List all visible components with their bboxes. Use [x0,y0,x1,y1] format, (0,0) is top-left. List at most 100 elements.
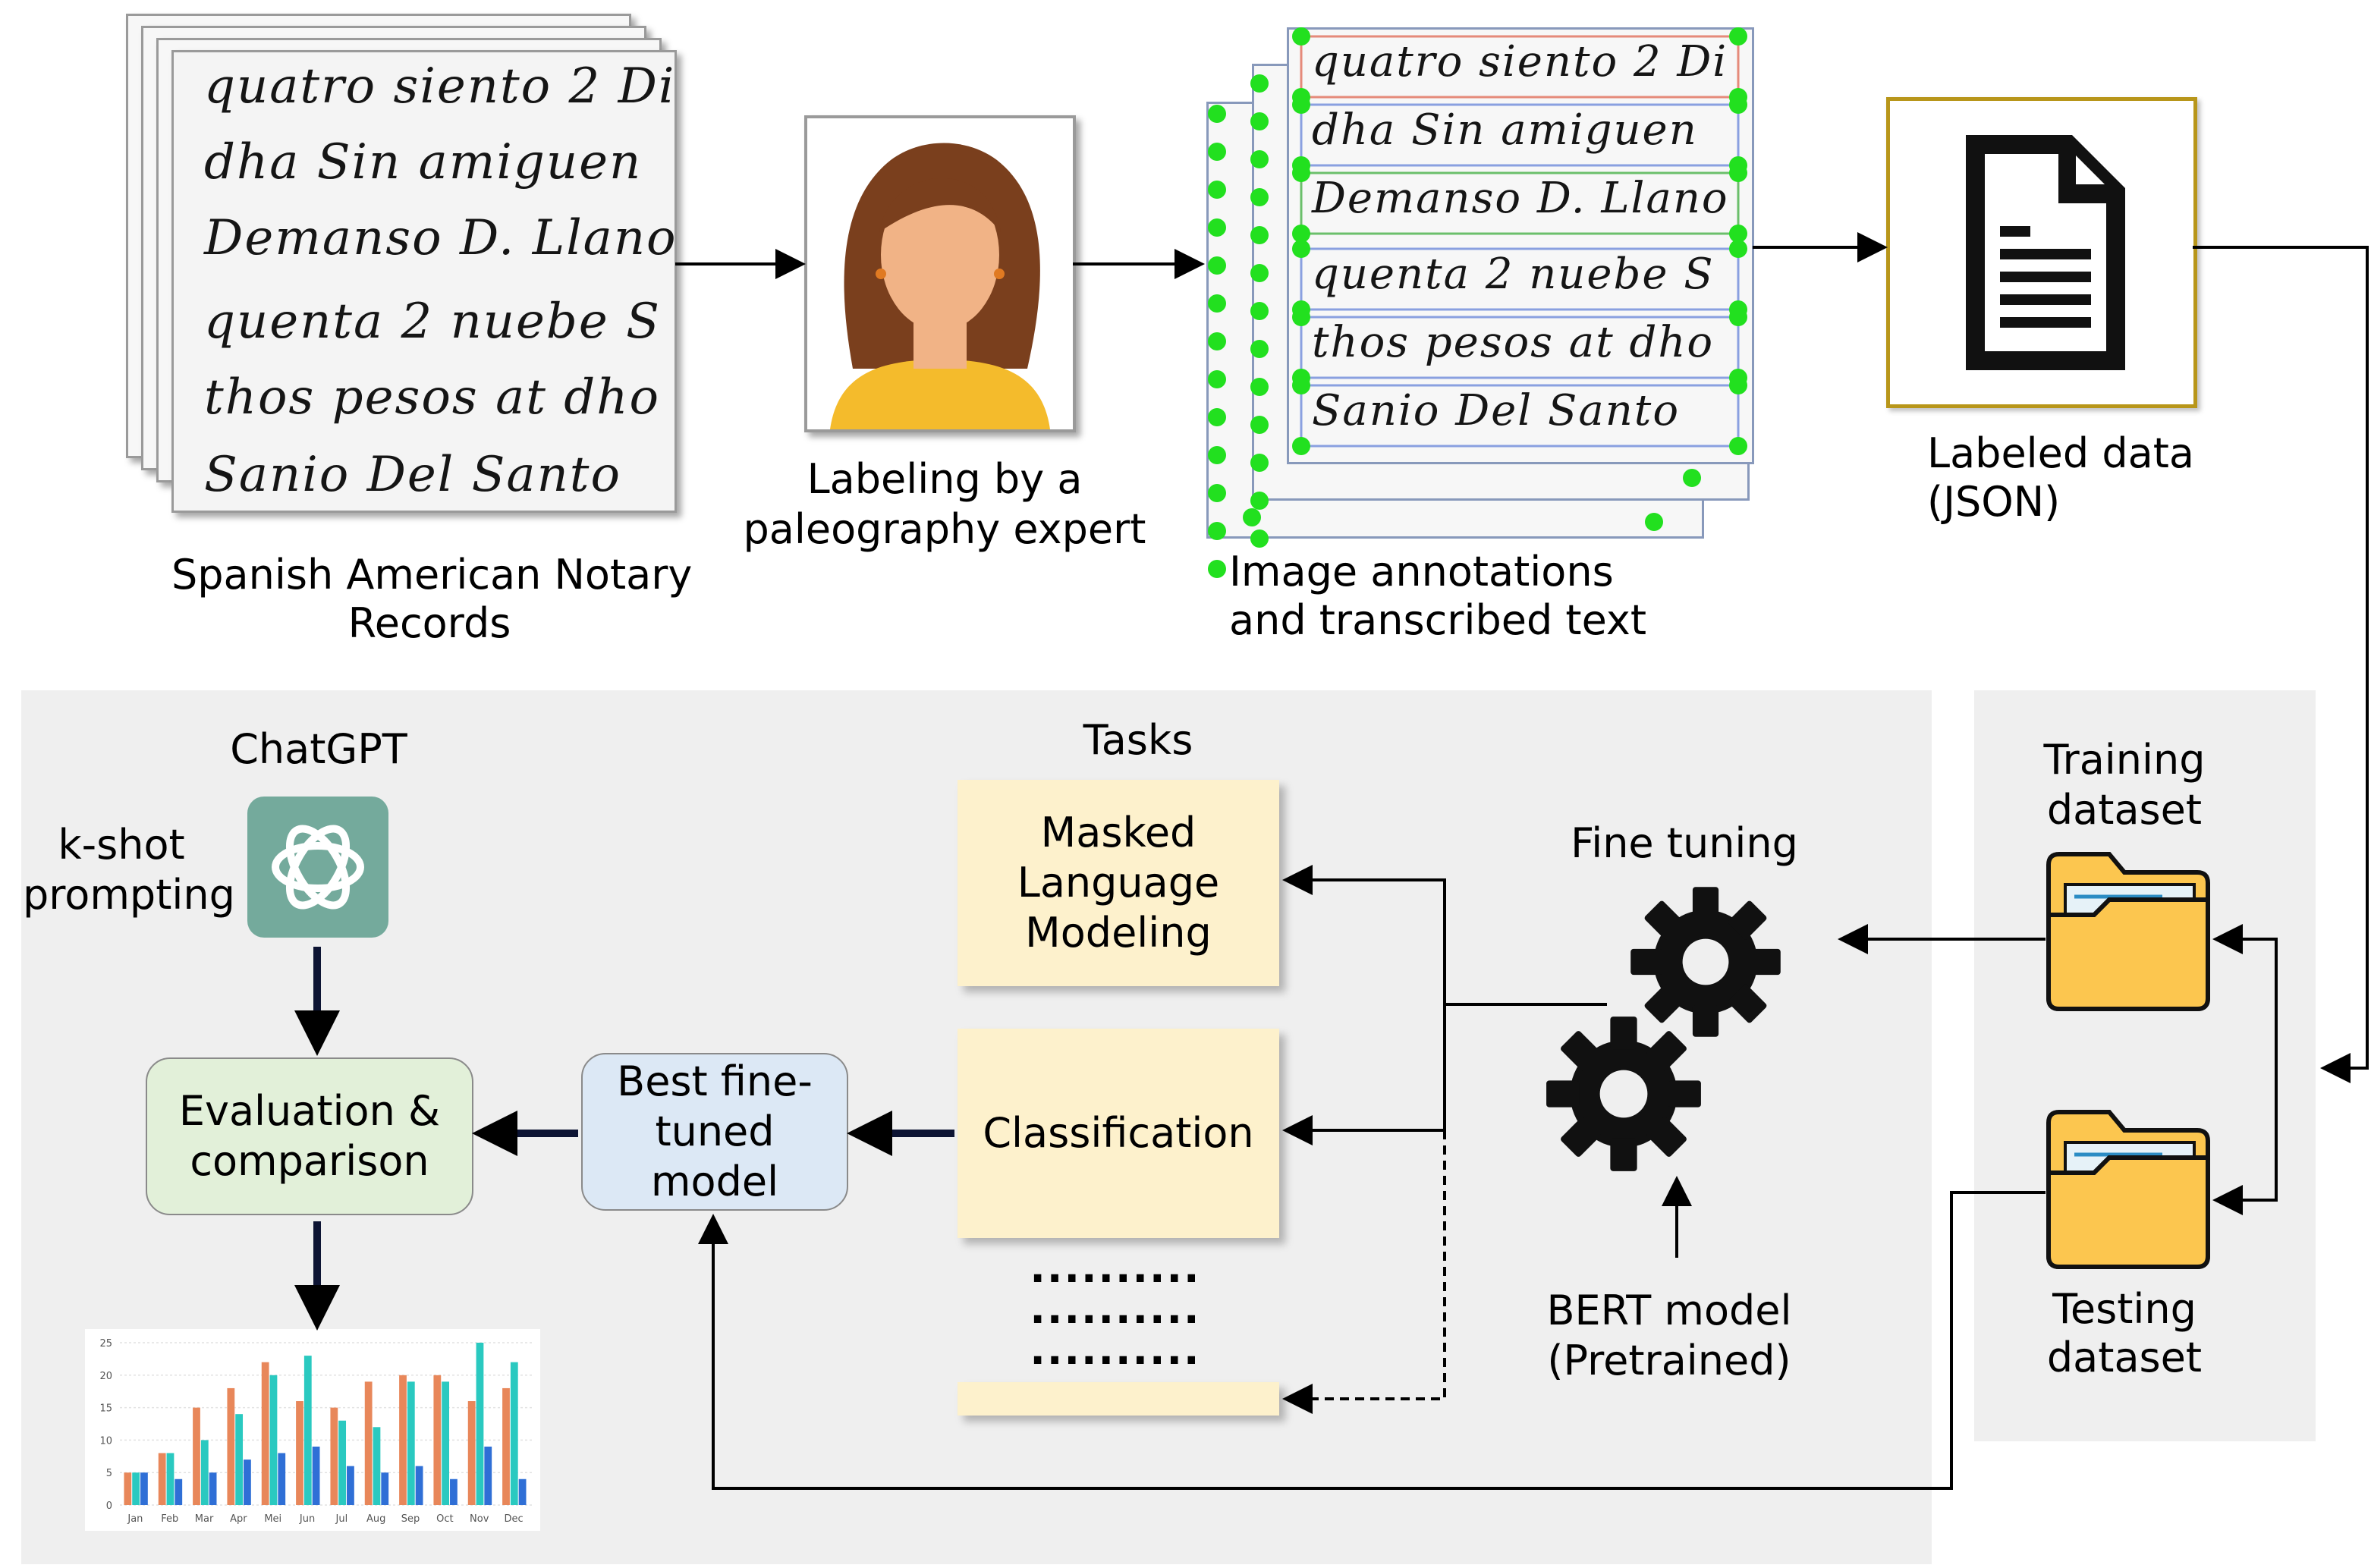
bar [364,1381,373,1505]
bar [235,1414,244,1505]
bert-label-line1: BERT model [1546,1287,1792,1334]
bar [415,1466,423,1505]
notary-record-page: quatro siento 2 Di dha Sin amiguen Deman… [171,50,677,513]
x-tick-label: Jun [299,1513,315,1525]
bar [244,1460,251,1505]
script-line: thos pesos at dho [1312,318,1715,367]
bar [158,1453,166,1505]
records-label-line2: Records [347,599,511,647]
x-tick-label: Jul [335,1513,348,1525]
bar [209,1472,217,1505]
script-line: Sanio Del Santo [1312,386,1681,435]
x-tick-label: Mei [264,1513,281,1525]
x-tick-label: Aug [366,1513,385,1525]
evaluation-line2: comparison [190,1137,429,1185]
bar [399,1375,407,1505]
bar [450,1478,458,1505]
x-tick-label: Jan [127,1513,143,1525]
task-ellipsis-3: .......... [1030,1326,1201,1374]
training-label-line1: Training [2043,736,2206,784]
bar [200,1440,209,1505]
records-label-line1: Spanish American Notary [171,551,693,599]
bar [303,1356,312,1505]
labeled-label-line1: Labeled data [1927,429,2194,477]
document-icon [1966,135,2125,370]
bar [296,1401,303,1505]
script-line: Sanio Del Santo [204,447,622,503]
bar [312,1446,320,1505]
y-tick-label: 20 [99,1371,112,1382]
annotation-point [1208,560,1226,578]
bar [124,1472,132,1505]
bar [330,1407,338,1505]
bar [166,1453,175,1505]
bar [227,1387,235,1505]
script-line: quenta 2 nuebe S [1312,250,1715,299]
testing-label-line2: dataset [2046,1334,2203,1381]
bar [373,1427,381,1505]
chatgpt-logo [247,797,388,938]
script-line: quatro siento 2 Di [1312,37,1728,86]
x-tick-label: Mar [195,1513,214,1525]
expert-avatar [804,115,1076,432]
mlm-line3: Modeling [1025,909,1212,957]
bar [510,1362,518,1505]
y-tick-label: 25 [99,1338,112,1350]
annotations-label-line2: and transcribed text [1229,596,1646,644]
training-label-line2: dataset [2046,786,2203,834]
evaluation-line1: Evaluation & [178,1087,441,1135]
tasks-title: Tasks [1083,716,1193,764]
x-tick-label: Oct [436,1513,453,1525]
task-classification: Classification [958,1029,1279,1238]
script-line: quenta 2 nuebe S [204,294,661,350]
bar [407,1381,415,1505]
script-line: thos pesos at dho [204,369,660,426]
best-model-line3: model [650,1158,779,1205]
bar [502,1387,510,1505]
labeled-data-box [1886,97,2197,408]
bar [278,1453,286,1505]
bar [338,1420,347,1505]
script-line: Demanso D. Llano [1312,174,1729,223]
labeled-label-line2: (JSON) [1927,478,2061,526]
y-tick-label: 15 [99,1403,112,1415]
expert-label-line2: paleography expert [743,505,1146,553]
kshot-label-line2: prompting [23,871,235,919]
x-tick-label: Nov [470,1513,489,1525]
bar [433,1375,442,1505]
bar [347,1466,354,1505]
bar [132,1472,140,1505]
mlm-line2: Language [1017,859,1220,907]
testing-label-line1: Testing [2052,1285,2196,1333]
bar [175,1478,183,1505]
y-tick-label: 5 [106,1468,112,1479]
x-tick-label: Dec [504,1513,523,1525]
bar [193,1407,200,1505]
script-line: dha Sin amiguen [204,134,643,190]
bar [467,1401,476,1505]
fine-tuning-label: Fine tuning [1571,819,1798,867]
script-line: dha Sin amiguen [1312,105,1698,155]
person-icon [830,143,1050,429]
script-line: Demanso D. Llano [204,210,677,266]
x-tick-label: Apr [230,1513,247,1525]
bar [442,1381,450,1505]
script-line: quatro siento 2 Di [204,58,676,115]
task-placeholder [958,1382,1279,1416]
chatgpt-title: ChatGPT [230,725,407,773]
kshot-label-line1: k-shot [58,821,185,869]
annotations-label-line1: Image annotations [1229,548,1614,595]
x-tick-label: Sep [401,1513,420,1525]
x-tick-label: Feb [161,1513,178,1525]
bar [269,1375,278,1505]
bert-label-line2: (Pretrained) [1547,1337,1791,1384]
best-model-line1: Best fine- [617,1057,813,1105]
best-model-line2: tuned [655,1108,775,1155]
expert-label-line1: Labeling by a [807,455,1083,503]
annotated-page: quatro siento 2 Di dha Sin amiguen Deman… [1287,27,1754,464]
y-tick-label: 0 [106,1500,112,1512]
